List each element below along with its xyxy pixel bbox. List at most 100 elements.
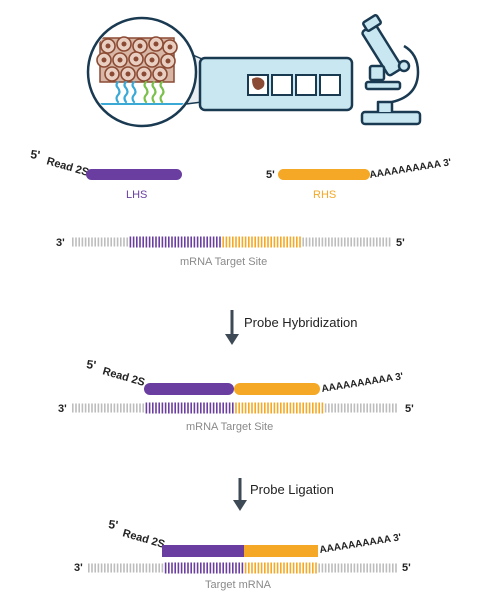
rna-base-tick — [193, 236, 196, 248]
rna-base-tick — [187, 402, 189, 414]
rna-base-tick — [350, 403, 352, 413]
rna-base-tick — [337, 563, 340, 573]
step1-rna-5prime: 5' — [396, 237, 405, 249]
rna-base-tick — [228, 562, 231, 574]
rna-base-tick — [216, 236, 218, 248]
rna-base-tick — [113, 237, 116, 247]
rna-base-tick — [190, 562, 192, 574]
rna-base-tick — [286, 236, 288, 248]
hybridization-label: Probe Hybridization — [244, 315, 357, 330]
rna-base-tick — [155, 563, 157, 573]
rna-base-tick — [126, 563, 128, 573]
rna-base-tick — [148, 236, 151, 248]
ligation-label: Probe Ligation — [250, 482, 334, 497]
rna-base-tick — [251, 236, 253, 248]
cell-nucleus — [137, 43, 143, 49]
lhs-label: LHS — [126, 189, 147, 201]
rna-base-tick — [260, 236, 263, 248]
rna-base-tick — [164, 236, 167, 248]
rna-base-tick — [161, 402, 164, 414]
rna-base-tick — [113, 403, 116, 413]
step3-rna-5prime: 5' — [402, 562, 411, 574]
rna-base-tick — [235, 562, 237, 574]
rna-base-tick — [273, 236, 276, 248]
rna-base-tick — [104, 563, 106, 573]
rna-base-tick — [219, 236, 221, 248]
cell-nucleus — [121, 41, 127, 47]
rna-base-tick — [283, 402, 285, 414]
rna-base-tick — [360, 403, 362, 413]
step2-polya: AAAAAAAAAA 3' — [321, 371, 404, 395]
rna-base-tick — [110, 563, 112, 573]
step1-rna-3prime: 3' — [56, 237, 65, 249]
rna-base-tick — [360, 563, 362, 573]
rna-base-tick — [177, 402, 180, 414]
rna-base-tick — [212, 402, 215, 414]
probe-wave — [151, 80, 157, 104]
rna-base-tick — [312, 402, 314, 414]
rna-base-tick — [148, 402, 151, 414]
rna-base-tick — [257, 402, 260, 414]
rna-base-tick — [209, 236, 212, 248]
rna-base-tick — [270, 236, 272, 248]
rna-base-tick — [232, 402, 234, 414]
probe-wave — [131, 80, 137, 104]
rna-base-tick — [107, 403, 109, 413]
step3-read2s: Read 2S — [121, 527, 166, 551]
rna-base-tick — [344, 237, 346, 247]
rna-base-tick — [392, 563, 394, 573]
rna-base-tick — [289, 562, 292, 574]
rna-base-tick — [142, 563, 144, 573]
rna-base-tick — [104, 403, 106, 413]
rna-base-tick — [270, 402, 272, 414]
rna-base-tick — [145, 402, 148, 414]
rna-base-tick — [334, 563, 336, 573]
rna-base-tick — [161, 563, 164, 573]
rna-base-tick — [209, 402, 212, 414]
rna-base-tick — [97, 403, 100, 413]
rna-base-tick — [94, 403, 96, 413]
rna-base-tick — [235, 236, 237, 248]
rna-base-tick — [200, 236, 202, 248]
rna-base-tick — [369, 237, 372, 247]
step3-rna: 3' 5' Target mRNA — [74, 562, 411, 591]
cell-nucleus — [101, 57, 107, 63]
rna-base-tick — [129, 563, 132, 573]
rna-base-tick — [91, 563, 93, 573]
rna-base-tick — [254, 562, 256, 574]
rna-base-tick — [180, 402, 183, 414]
cell-nucleus — [157, 71, 163, 77]
rna-base-tick — [388, 403, 391, 413]
rna-base-tick — [353, 563, 356, 573]
rna-base-tick — [84, 237, 87, 247]
rna-base-tick — [88, 563, 90, 573]
rna-base-tick — [353, 403, 356, 413]
rna-base-tick — [232, 236, 234, 248]
rna-base-tick — [344, 563, 346, 573]
rna-base-tick — [180, 562, 183, 574]
rna-base-tick — [315, 562, 317, 574]
rna-base-tick — [337, 403, 340, 413]
rna-base-tick — [283, 562, 285, 574]
rna-base-tick — [248, 562, 250, 574]
rna-base-tick — [299, 236, 301, 248]
rna-base-tick — [81, 237, 84, 247]
rna-base-tick — [273, 402, 276, 414]
rna-base-tick — [392, 403, 394, 413]
rna-base-tick — [369, 403, 372, 413]
rna-base-tick — [116, 237, 119, 247]
rna-base-tick — [366, 237, 368, 247]
rna-base-tick — [382, 403, 384, 413]
microscope-slide-icon — [198, 56, 354, 112]
rna-base-tick — [187, 562, 189, 574]
rna-base-tick — [225, 236, 228, 248]
rna-base-tick — [356, 563, 359, 573]
rna-base-tick — [196, 402, 199, 414]
rna-base-tick — [155, 402, 157, 414]
rna-base-tick — [196, 236, 199, 248]
rna-base-tick — [174, 236, 176, 248]
step2-rna-5prime: 5' — [405, 403, 414, 415]
rna-base-tick — [305, 562, 308, 574]
rna-base-tick — [174, 402, 176, 414]
rna-base-tick — [241, 236, 244, 248]
